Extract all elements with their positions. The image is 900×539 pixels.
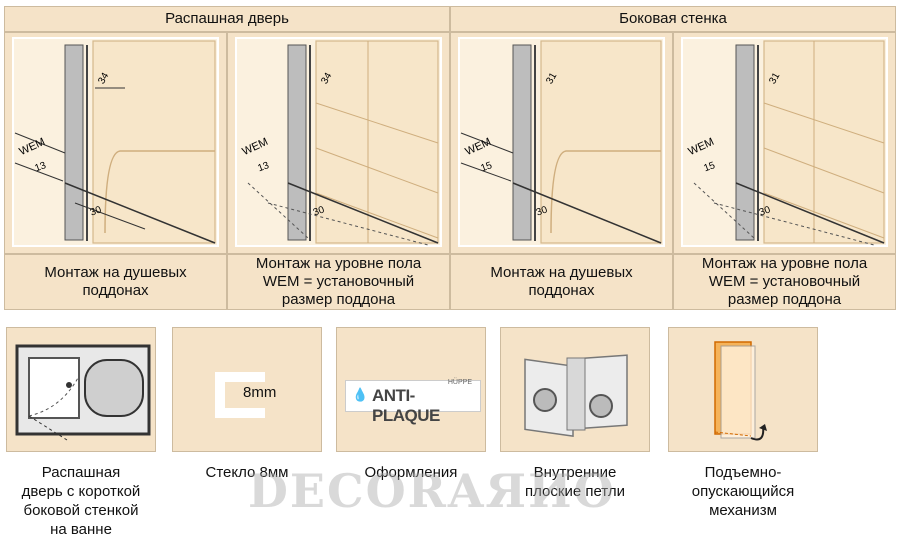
feature-box-anti-plaque: HÜPPE 💧 ANTI-PLAQUE <box>336 327 486 452</box>
header-side-wall: Боковая стенка <box>450 6 896 32</box>
feature-label-glass: Стекло 8мм <box>205 464 289 481</box>
drawing-panel-3: 31 WEM 15 30 <box>450 32 673 254</box>
feature-box-flat-hinge <box>500 327 650 452</box>
anti-plaque-brand: HÜPPE <box>447 379 472 386</box>
feature-box-bathtub-door <box>6 327 156 452</box>
drawing-panel-4: 31 WEM 15 30 <box>673 32 896 254</box>
feature-label-lift-mechanism: Подъемно- опускающийся механизм <box>691 464 795 519</box>
dim-top: 34 <box>319 71 334 87</box>
glass-thickness-text: 8mm <box>243 384 277 401</box>
caption-4: Монтаж на уровне пола WEM = установочный… <box>673 254 896 310</box>
dim-side: 13 <box>256 160 271 174</box>
drawing-panel-1: 34 WEM 13 30 <box>4 32 227 254</box>
installation-drawing-1: 34 WEM 13 30 <box>12 37 219 247</box>
anti-plaque-logo-text: ANTI-PLAQUE <box>372 386 440 425</box>
watermark: DECORAЯИО <box>248 464 616 518</box>
bathtub-door-icon <box>15 344 151 441</box>
dim-bottom: 30 <box>535 204 550 218</box>
dim-side: 15 <box>479 160 494 174</box>
dim-side: 13 <box>33 160 48 174</box>
dim-top: 31 <box>767 71 782 87</box>
feature-label-anti-plaque: Оформления <box>364 464 458 481</box>
installation-drawing-3: 31 WEM 15 30 <box>458 37 665 247</box>
installation-drawing-2: 34 WEM 13 30 <box>235 37 442 247</box>
dim-top: 34 <box>96 71 111 87</box>
lift-mechanism-icon <box>714 341 767 441</box>
caption-2: Монтаж на уровне пола WEM = установочный… <box>227 254 450 310</box>
flat-hinge-icon <box>524 354 628 437</box>
glass-thickness-icon <box>215 372 265 418</box>
feature-box-lift-mechanism <box>668 327 818 452</box>
anti-plaque-icon: HÜPPE 💧 ANTI-PLAQUE <box>345 379 481 425</box>
installation-drawing-4: 31 WEM 15 30 <box>681 37 888 247</box>
dim-top: 31 <box>544 71 559 87</box>
dim-side: 15 <box>702 160 717 174</box>
drawing-panel-2: 34 WEM 13 30 <box>227 32 450 254</box>
caption-3: Монтаж на душевых поддонах <box>450 254 673 310</box>
dim-bottom: 30 <box>89 204 104 218</box>
feature-label-flat-hinge: Внутренние плоские петли <box>525 464 625 500</box>
header-swing-door: Распашная дверь <box>4 6 450 32</box>
caption-1: Монтаж на душевых поддонах <box>4 254 227 310</box>
feature-box-glass: 8mm <box>172 327 322 452</box>
dim-bottom: 30 <box>758 204 773 218</box>
dim-bottom: 30 <box>312 204 327 218</box>
feature-label-bathtub-door: Распашная дверь с короткой боковой стенк… <box>21 464 141 538</box>
